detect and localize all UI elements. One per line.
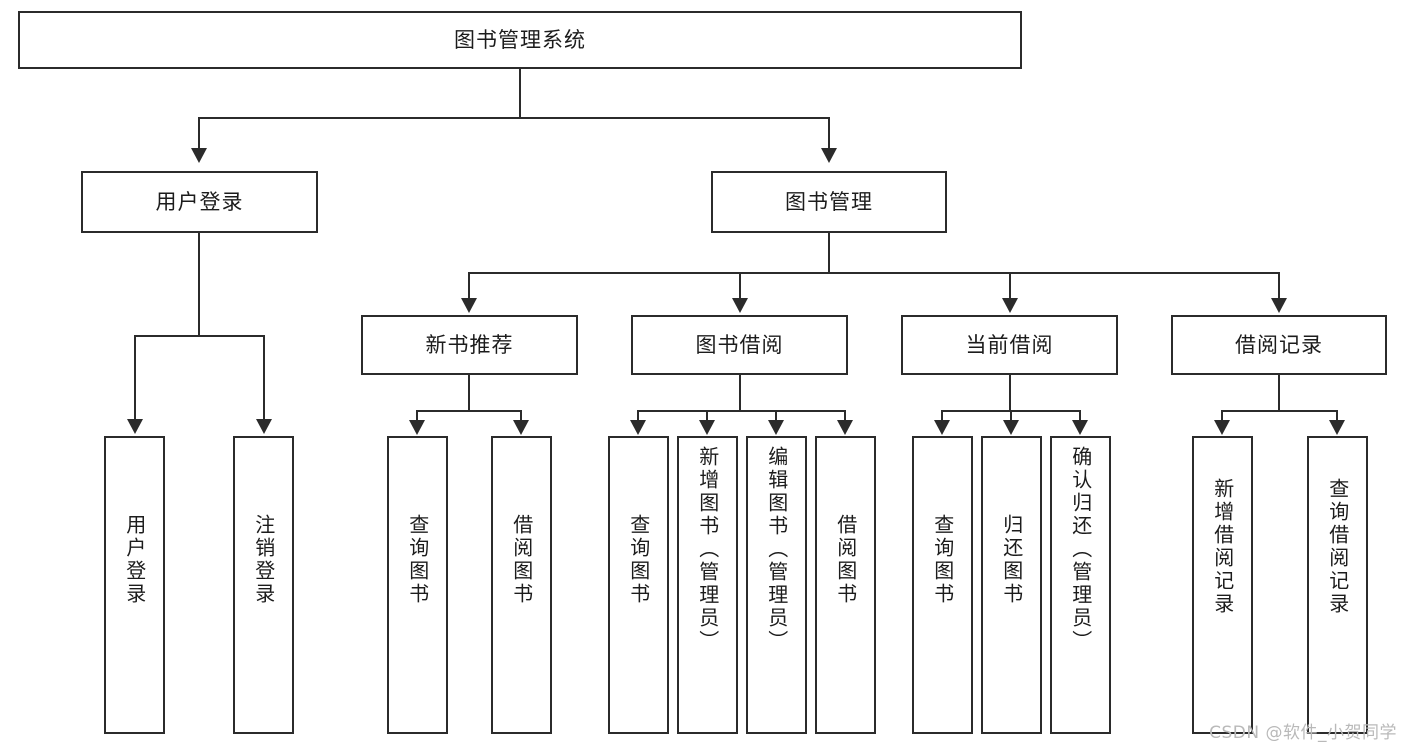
arrowhead-new-book (461, 298, 477, 313)
arrowhead-book-borrow (732, 298, 748, 313)
watermark-text: CSDN @软件_小贺同学 (1209, 723, 1397, 743)
arrowhead-borrow-record (1271, 298, 1287, 313)
node-label: 归还图书 (999, 514, 1024, 606)
arrowhead-current-borrow-1 (934, 420, 950, 435)
connector-borrow-record-stem (1278, 375, 1280, 411)
node-label: 查询借阅记录 (1325, 478, 1350, 616)
node-label: 借阅图书 (833, 514, 858, 606)
node-book-borrow[interactable]: 图书借阅 (631, 315, 848, 375)
connector-drop-borrow-record (1278, 272, 1280, 299)
leaf-current-borrow-query[interactable]: 查询图书 (912, 436, 973, 734)
node-book-management[interactable]: 图书管理 (711, 171, 947, 233)
connector-new-book-bus (416, 410, 521, 412)
node-label: 查询图书 (405, 514, 430, 606)
connector-current-borrow-drop-1 (941, 410, 943, 422)
node-label: 查询图书 (930, 514, 955, 606)
connector-book-borrow-drop-2 (706, 410, 708, 422)
arrowhead-borrow-record-2 (1329, 420, 1345, 435)
leaf-book-borrow-query[interactable]: 查询图书 (608, 436, 669, 734)
arrowhead-user-login-1 (127, 419, 143, 434)
node-label: 图书管理系统 (454, 27, 586, 52)
node-label: 图书管理 (785, 189, 873, 214)
arrowhead-book-borrow-4 (837, 420, 853, 435)
connector-level3-bus (468, 272, 1279, 274)
connector-root-to-book-management (828, 117, 830, 149)
connector-book-borrow-drop-1 (637, 410, 639, 422)
arrowhead-book-borrow-2 (699, 420, 715, 435)
connector-root-bus (198, 117, 830, 119)
arrowhead-new-book-1 (409, 420, 425, 435)
connector-drop-current-borrow (1009, 272, 1011, 299)
node-label: 编辑图书（管理员） (764, 446, 789, 653)
arrowhead-to-user-login (191, 148, 207, 163)
connector-drop-book-borrow (739, 272, 741, 299)
leaf-book-borrow-add-book[interactable]: 新增图书（管理员） (677, 436, 738, 734)
node-label: 注销登录 (251, 514, 276, 606)
node-label: 借阅图书 (509, 514, 534, 606)
connector-book-borrow-drop-4 (844, 410, 846, 422)
arrowhead-borrow-record-1 (1214, 420, 1230, 435)
node-label: 新增借阅记录 (1210, 478, 1235, 616)
arrowhead-new-book-2 (513, 420, 529, 435)
node-label: 图书借阅 (695, 332, 784, 357)
leaf-user-login-logout[interactable]: 注销登录 (233, 436, 294, 734)
connector-current-borrow-drop-2 (1010, 410, 1012, 422)
connector-book-management-stem (828, 233, 830, 273)
connector-borrow-record-bus (1221, 410, 1337, 412)
node-label: 借阅记录 (1235, 332, 1323, 357)
connector-new-book-drop-2 (520, 410, 522, 422)
connector-user-login-bus (134, 335, 265, 337)
node-label: 用户登录 (122, 514, 147, 606)
connector-current-borrow-drop-3 (1079, 410, 1081, 422)
leaf-current-borrow-confirm-return[interactable]: 确认归还（管理员） (1050, 436, 1111, 734)
node-new-book-recommend[interactable]: 新书推荐 (361, 315, 578, 375)
node-label: 查询图书 (626, 514, 651, 606)
node-label: 用户登录 (155, 189, 244, 214)
connector-current-borrow-stem (1009, 375, 1011, 411)
connector-root-stem (519, 69, 521, 118)
leaf-current-borrow-return[interactable]: 归还图书 (981, 436, 1042, 734)
node-user-login[interactable]: 用户登录 (81, 171, 318, 233)
connector-borrow-record-drop-2 (1336, 410, 1338, 422)
leaf-book-borrow-borrow-book[interactable]: 借阅图书 (815, 436, 876, 734)
arrowhead-current-borrow-2 (1003, 420, 1019, 435)
connector-user-login-stem (198, 233, 200, 336)
arrowhead-user-login-2 (256, 419, 272, 434)
node-label: 确认归还（管理员） (1068, 446, 1093, 653)
arrowhead-current-borrow-3 (1072, 420, 1088, 435)
arrowhead-book-borrow-3 (768, 420, 784, 435)
connector-new-book-stem (468, 375, 470, 411)
connector-user-login-drop-1 (134, 335, 136, 420)
leaf-book-borrow-edit-book[interactable]: 编辑图书（管理员） (746, 436, 807, 734)
connector-book-borrow-drop-3 (775, 410, 777, 422)
connector-book-borrow-stem (739, 375, 741, 411)
leaf-new-book-query[interactable]: 查询图书 (387, 436, 448, 734)
node-label: 新增图书（管理员） (695, 446, 720, 653)
arrowhead-book-borrow-1 (630, 420, 646, 435)
leaf-borrow-record-add[interactable]: 新增借阅记录 (1192, 436, 1253, 734)
node-label: 新书推荐 (425, 332, 514, 357)
node-borrow-record[interactable]: 借阅记录 (1171, 315, 1387, 375)
connector-new-book-drop-1 (416, 410, 418, 422)
connector-user-login-drop-2 (263, 335, 265, 420)
node-root-book-management-system[interactable]: 图书管理系统 (18, 11, 1022, 69)
connector-borrow-record-drop-1 (1221, 410, 1223, 422)
leaf-new-book-borrow[interactable]: 借阅图书 (491, 436, 552, 734)
connector-book-borrow-bus (637, 410, 845, 412)
node-current-borrow[interactable]: 当前借阅 (901, 315, 1118, 375)
node-label: 当前借阅 (965, 332, 1054, 357)
leaf-user-login-login[interactable]: 用户登录 (104, 436, 165, 734)
connector-root-to-user-login (198, 117, 200, 149)
connector-drop-new-book (468, 272, 470, 299)
arrowhead-current-borrow (1002, 298, 1018, 313)
leaf-borrow-record-query[interactable]: 查询借阅记录 (1307, 436, 1368, 734)
arrowhead-to-book-management (821, 148, 837, 163)
